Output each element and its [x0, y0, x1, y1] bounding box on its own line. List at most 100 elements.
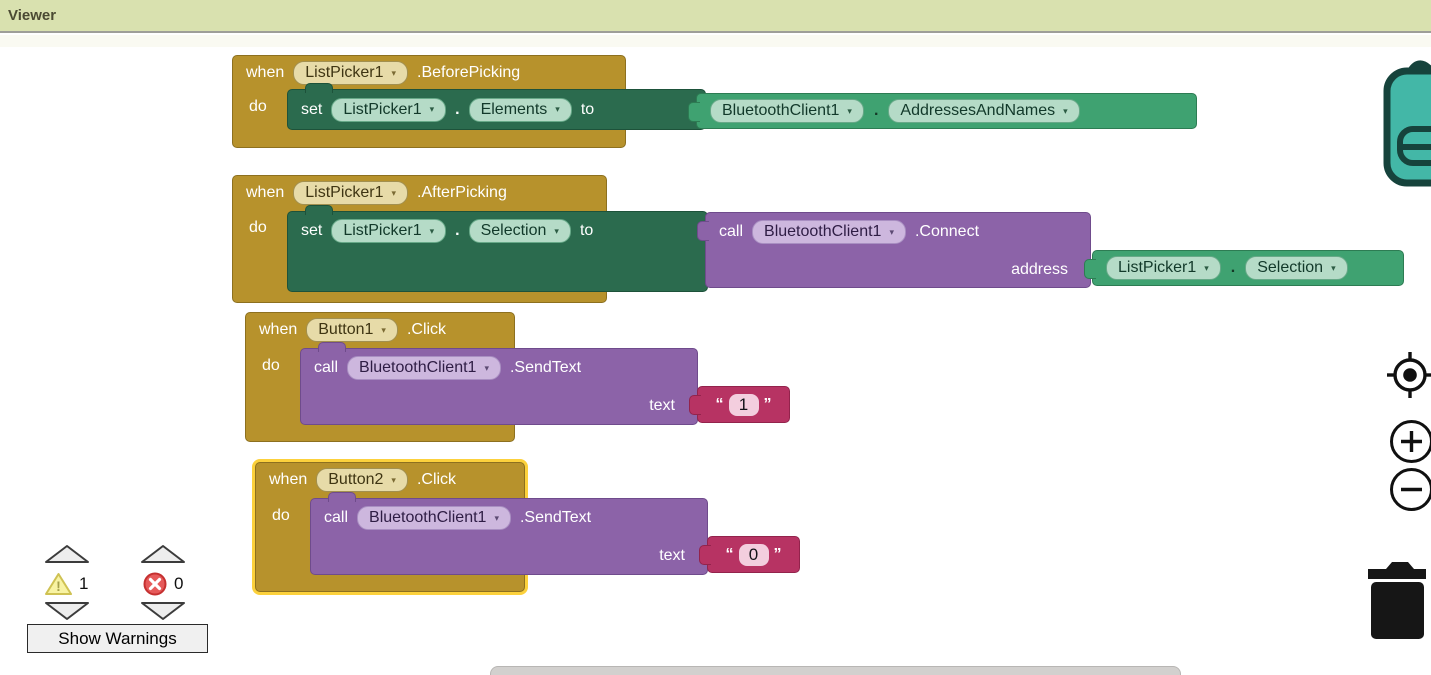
string-row: “ 1 ”: [698, 387, 789, 422]
chevron-down-icon: ▾: [554, 225, 559, 236]
component-dropdown[interactable]: ListPicker1 ▾: [1106, 256, 1221, 280]
chevron-down-icon: ▾: [484, 362, 489, 373]
warning-counter: ! 1: [45, 572, 88, 596]
method-block-bluetooth-connect[interactable]: call BluetoothClient1 ▾ .Connect address: [697, 212, 1091, 289]
component-dropdown[interactable]: BluetoothClient1 ▾: [752, 220, 906, 244]
setter-block-listpicker-selection[interactable]: set ListPicker1 ▾ . Selection ▾ to: [287, 205, 708, 292]
zoom-in-icon[interactable]: [1389, 419, 1431, 464]
dropdown-value: Selection: [1257, 259, 1324, 276]
text-string-block-0[interactable]: “ 0 ”: [699, 536, 800, 573]
dot-separator: .: [455, 100, 460, 118]
errors-scroll-up-icon[interactable]: [140, 544, 186, 564]
close-quote: ”: [773, 545, 782, 563]
property-dropdown[interactable]: Elements ▾: [468, 97, 572, 122]
component-dropdown[interactable]: ListPicker1 ▾: [293, 181, 409, 205]
when-label: when: [246, 184, 285, 201]
event-name-label: .BeforePicking: [417, 64, 521, 81]
bottom-panel-edge: [490, 666, 1181, 675]
event-name-label: .AfterPicking: [417, 184, 507, 201]
getter-block-bluetooth-addressesandnames[interactable]: BluetoothClient1 ▾ . AddressesAndNames ▾: [688, 93, 1197, 129]
component-dropdown[interactable]: Button2 ▾: [316, 468, 408, 492]
dropdown-value: Button2: [328, 471, 384, 488]
dot-separator: .: [455, 222, 460, 239]
setter-row: set ListPicker1 ▾ . Elements ▾ to: [288, 90, 705, 129]
method-row: call BluetoothClient1 ▾ .Connect: [706, 213, 1090, 251]
property-dropdown[interactable]: Selection ▾: [1245, 256, 1348, 280]
error-icon: [143, 572, 167, 596]
component-dropdown[interactable]: BluetoothClient1 ▾: [357, 506, 511, 530]
getter-block-listpicker-selection[interactable]: ListPicker1 ▾ . Selection ▾: [1084, 250, 1404, 286]
open-quote: “: [725, 545, 734, 563]
show-warnings-button[interactable]: Show Warnings: [27, 624, 208, 653]
param-label: address: [1011, 261, 1068, 278]
when-label: when: [259, 321, 298, 338]
component-dropdown[interactable]: ListPicker1 ▾: [331, 97, 447, 122]
warnings-scroll-down-icon[interactable]: [44, 601, 90, 621]
zoom-out-icon[interactable]: [1389, 467, 1431, 512]
dropdown-value: BluetoothClient1: [764, 223, 882, 240]
component-dropdown[interactable]: BluetoothClient1 ▾: [347, 356, 501, 380]
to-label: to: [579, 222, 594, 239]
string-value-field[interactable]: 1: [728, 393, 759, 416]
dot-separator: .: [1230, 259, 1236, 276]
set-label: set: [301, 222, 323, 239]
when-label: when: [246, 64, 285, 81]
component-dropdown[interactable]: ListPicker1 ▾: [331, 219, 447, 243]
text-string-block-1[interactable]: “ 1 ”: [689, 386, 790, 423]
property-dropdown[interactable]: Selection ▾: [468, 219, 571, 243]
dropdown-value: Elements: [480, 100, 548, 118]
dropdown-value: BluetoothClient1: [722, 102, 840, 119]
event-name-label: .Click: [416, 471, 457, 488]
set-label: set: [301, 100, 323, 118]
chevron-down-icon: ▾: [391, 67, 397, 78]
dropdown-value: ListPicker1: [343, 222, 422, 239]
component-dropdown[interactable]: BluetoothClient1 ▾: [710, 99, 864, 123]
method-name-label: .SendText: [519, 509, 592, 526]
dropdown-value: AddressesAndNames: [900, 102, 1056, 119]
event-block-header: when ListPicker1 ▾ .AfterPicking: [233, 176, 606, 210]
dropdown-value: Button1: [318, 321, 374, 338]
component-dropdown[interactable]: ListPicker1 ▾: [293, 61, 409, 85]
dropdown-value: ListPicker1: [305, 184, 384, 201]
dropdown-value: ListPicker1: [305, 64, 384, 81]
dropdown-value: BluetoothClient1: [369, 509, 487, 526]
setter-block-listpicker-elements[interactable]: set ListPicker1 ▾ . Elements ▾ to: [287, 83, 706, 130]
method-name-label: .Connect: [914, 223, 980, 240]
warnings-scroll-up-icon[interactable]: [44, 544, 90, 564]
param-label: text: [659, 547, 685, 564]
chevron-down-icon: ▾: [1204, 262, 1209, 273]
svg-text:!: !: [56, 578, 61, 594]
backpack-icon[interactable]: [1382, 57, 1431, 187]
open-quote: “: [715, 395, 724, 413]
param-row: address: [706, 251, 1090, 289]
errors-scroll-down-icon[interactable]: [140, 601, 186, 621]
param-label: text: [649, 397, 675, 414]
setter-row: set ListPicker1 ▾ . Selection ▾ to: [288, 212, 707, 250]
event-block-header: when ListPicker1 ▾ .BeforePicking: [233, 56, 625, 90]
dropdown-value: Selection: [480, 222, 547, 239]
trash-icon[interactable]: [1366, 556, 1428, 640]
param-row: text: [301, 387, 697, 425]
event-name-label: .Click: [406, 321, 447, 338]
warning-count: 1: [79, 574, 89, 593]
chevron-down-icon: ▾: [391, 474, 396, 485]
do-label: do: [249, 98, 267, 115]
component-dropdown[interactable]: Button1 ▾: [306, 318, 398, 342]
string-value-field[interactable]: 0: [738, 543, 769, 566]
method-name-label: .SendText: [509, 359, 582, 376]
method-block-bluetooth-sendtext-0[interactable]: call BluetoothClient1 ▾ .SendText text: [310, 492, 708, 575]
call-label: call: [314, 359, 339, 376]
center-blocks-icon[interactable]: [1386, 351, 1431, 399]
chevron-down-icon: ▾: [889, 226, 894, 237]
method-row: call BluetoothClient1 ▾ .SendText: [301, 349, 697, 387]
viewer-header: Viewer: [0, 0, 1431, 33]
param-row: text: [311, 537, 707, 575]
when-label: when: [269, 471, 308, 488]
property-dropdown[interactable]: AddressesAndNames ▾: [888, 99, 1080, 123]
chevron-down-icon: ▾: [429, 104, 435, 114]
method-block-bluetooth-sendtext-1[interactable]: call BluetoothClient1 ▾ .SendText text: [300, 342, 698, 425]
chevron-down-icon: ▾: [381, 324, 386, 335]
to-label: to: [580, 100, 595, 118]
method-row: call BluetoothClient1 ▾ .SendText: [311, 499, 707, 537]
